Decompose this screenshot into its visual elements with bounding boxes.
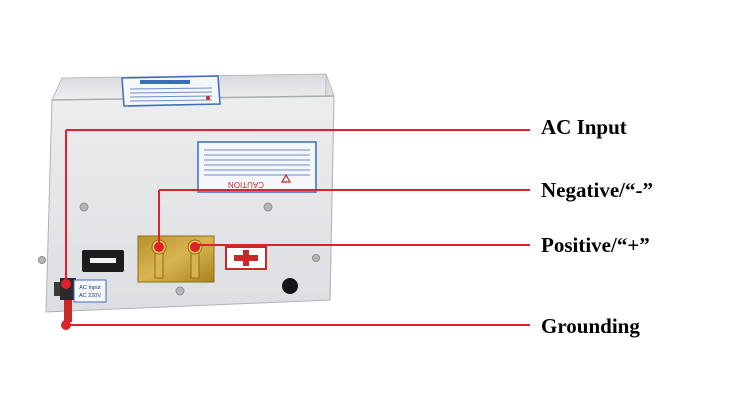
callout-ac-input bbox=[61, 129, 530, 289]
callout-negative bbox=[154, 189, 530, 252]
callout-positive bbox=[190, 242, 530, 252]
negative-label: Negative/“-” bbox=[541, 178, 653, 202]
ac-input-socket: AC Input AC 220V bbox=[54, 278, 107, 322]
screws bbox=[38, 202, 320, 296]
grounding-label: Grounding bbox=[541, 314, 640, 338]
caution-label: CAUTION bbox=[197, 141, 317, 193]
nameplate bbox=[121, 75, 221, 107]
caution-text: CAUTION bbox=[228, 180, 264, 189]
positive-label: Positive/“+” bbox=[541, 233, 650, 257]
switch-slot bbox=[82, 250, 124, 272]
indicator-hole bbox=[282, 278, 298, 294]
warning-triangle-icon bbox=[280, 173, 292, 183]
socket-label-line2: AC 220V bbox=[79, 293, 101, 299]
socket-label-line1: AC Input bbox=[79, 285, 101, 291]
ac-input-dot bbox=[61, 279, 71, 289]
negative-dot bbox=[154, 242, 164, 252]
callout-grounding bbox=[61, 320, 530, 330]
positive-dot bbox=[190, 242, 200, 252]
plus-symbol-label bbox=[225, 246, 267, 270]
grounding-dot bbox=[61, 320, 71, 330]
ac-input-label: AC Input bbox=[541, 115, 627, 139]
callout-lines bbox=[61, 129, 530, 330]
output-terminal-plate bbox=[137, 235, 215, 283]
